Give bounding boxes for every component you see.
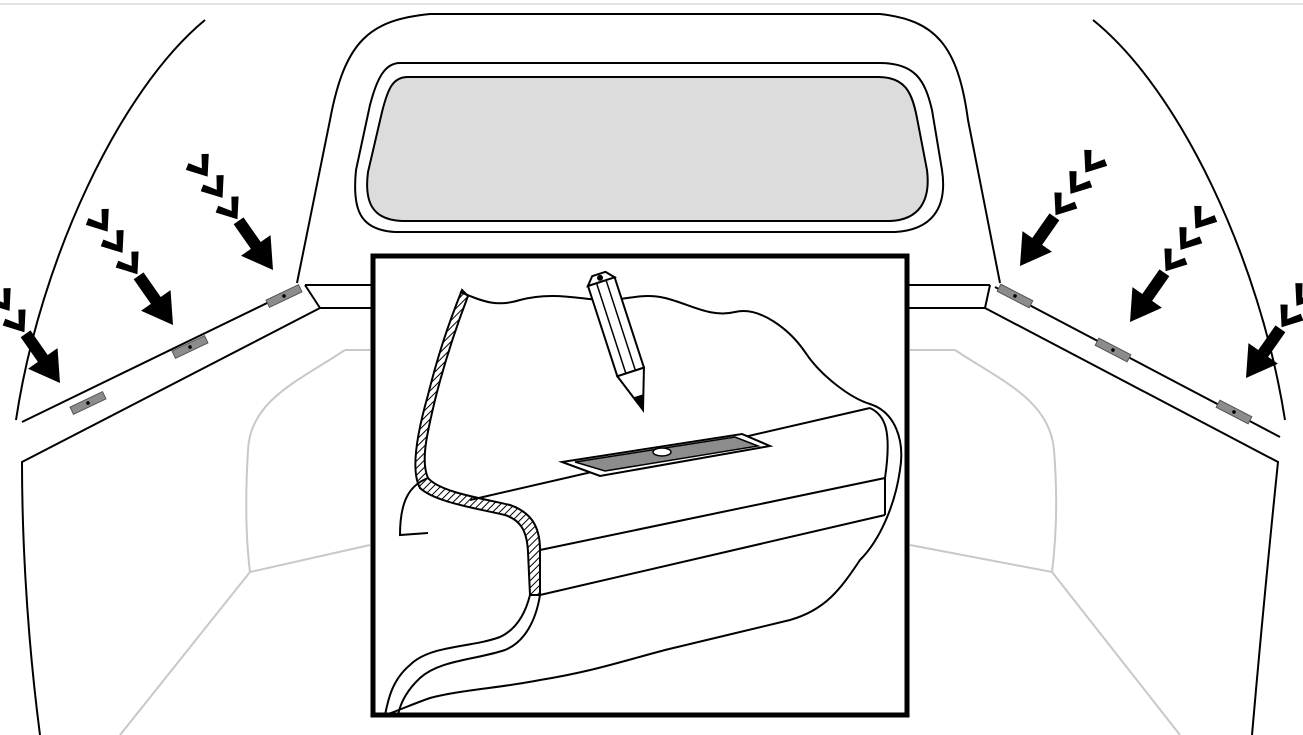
rail-pad [69, 390, 107, 416]
detail-inset [370, 253, 910, 718]
bed-liner-right [909, 349, 1181, 735]
rail-end-curve [869, 407, 889, 515]
rail-pad [996, 283, 1034, 309]
arrow-down-right-icon [85, 208, 173, 325]
inner-wall-curve [384, 594, 531, 715]
rail-pads-right [996, 283, 1253, 425]
rail-pad [265, 283, 303, 309]
bed-liner-left [119, 349, 371, 735]
arrow-down-left-icon [1020, 149, 1108, 266]
inset-rail-pad [558, 432, 774, 478]
inner-wall-curve-2 [397, 594, 541, 715]
pencil-icon [586, 270, 646, 413]
inner-lip [398, 477, 429, 537]
right-body-outline [1092, 19, 1286, 421]
rail-top-front-edge [539, 477, 886, 551]
arrow-down-left-icon [1130, 205, 1218, 322]
inset-border [370, 253, 910, 718]
rail-pad [1094, 337, 1132, 363]
arrows-right [1020, 149, 1303, 378]
rail-pads-left [69, 283, 303, 416]
arrow-down-right-icon [185, 153, 273, 270]
rail-pad [1215, 399, 1253, 425]
rear-window-glass [366, 76, 929, 222]
left-body-outline [15, 19, 206, 421]
arrow-down-right-icon [0, 288, 60, 383]
rail-pad [171, 334, 209, 360]
bed-rail-right [907, 284, 1281, 735]
truck-cab [296, 13, 1001, 284]
bed-rail-left [20, 284, 375, 735]
arrows-left [0, 153, 273, 383]
arrow-down-left-icon [1246, 283, 1303, 378]
rail-bottom-edge [539, 514, 886, 596]
